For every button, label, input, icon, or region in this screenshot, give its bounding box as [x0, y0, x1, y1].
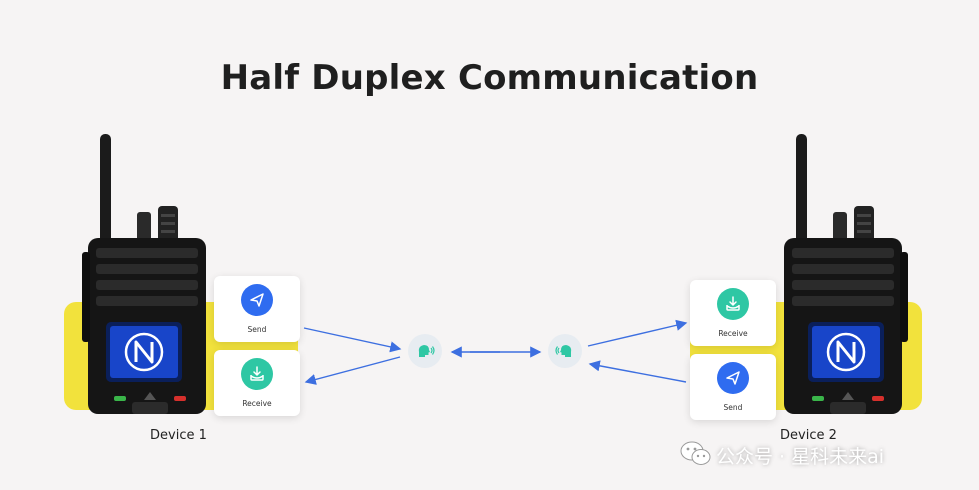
arrow-device1-receive: [306, 357, 400, 382]
arrow-device2-receive: [588, 323, 686, 346]
arrow-device1-send: [304, 328, 400, 349]
watermark: 公众号 · 星科未来ai: [680, 436, 970, 472]
wechat-icon: [680, 440, 712, 468]
speaker-icon-left: [408, 334, 442, 368]
watermark-text: 公众号 · 星科未来ai: [716, 442, 884, 469]
speaker-icon-right: [548, 334, 582, 368]
arrow-device2-send: [590, 364, 686, 382]
